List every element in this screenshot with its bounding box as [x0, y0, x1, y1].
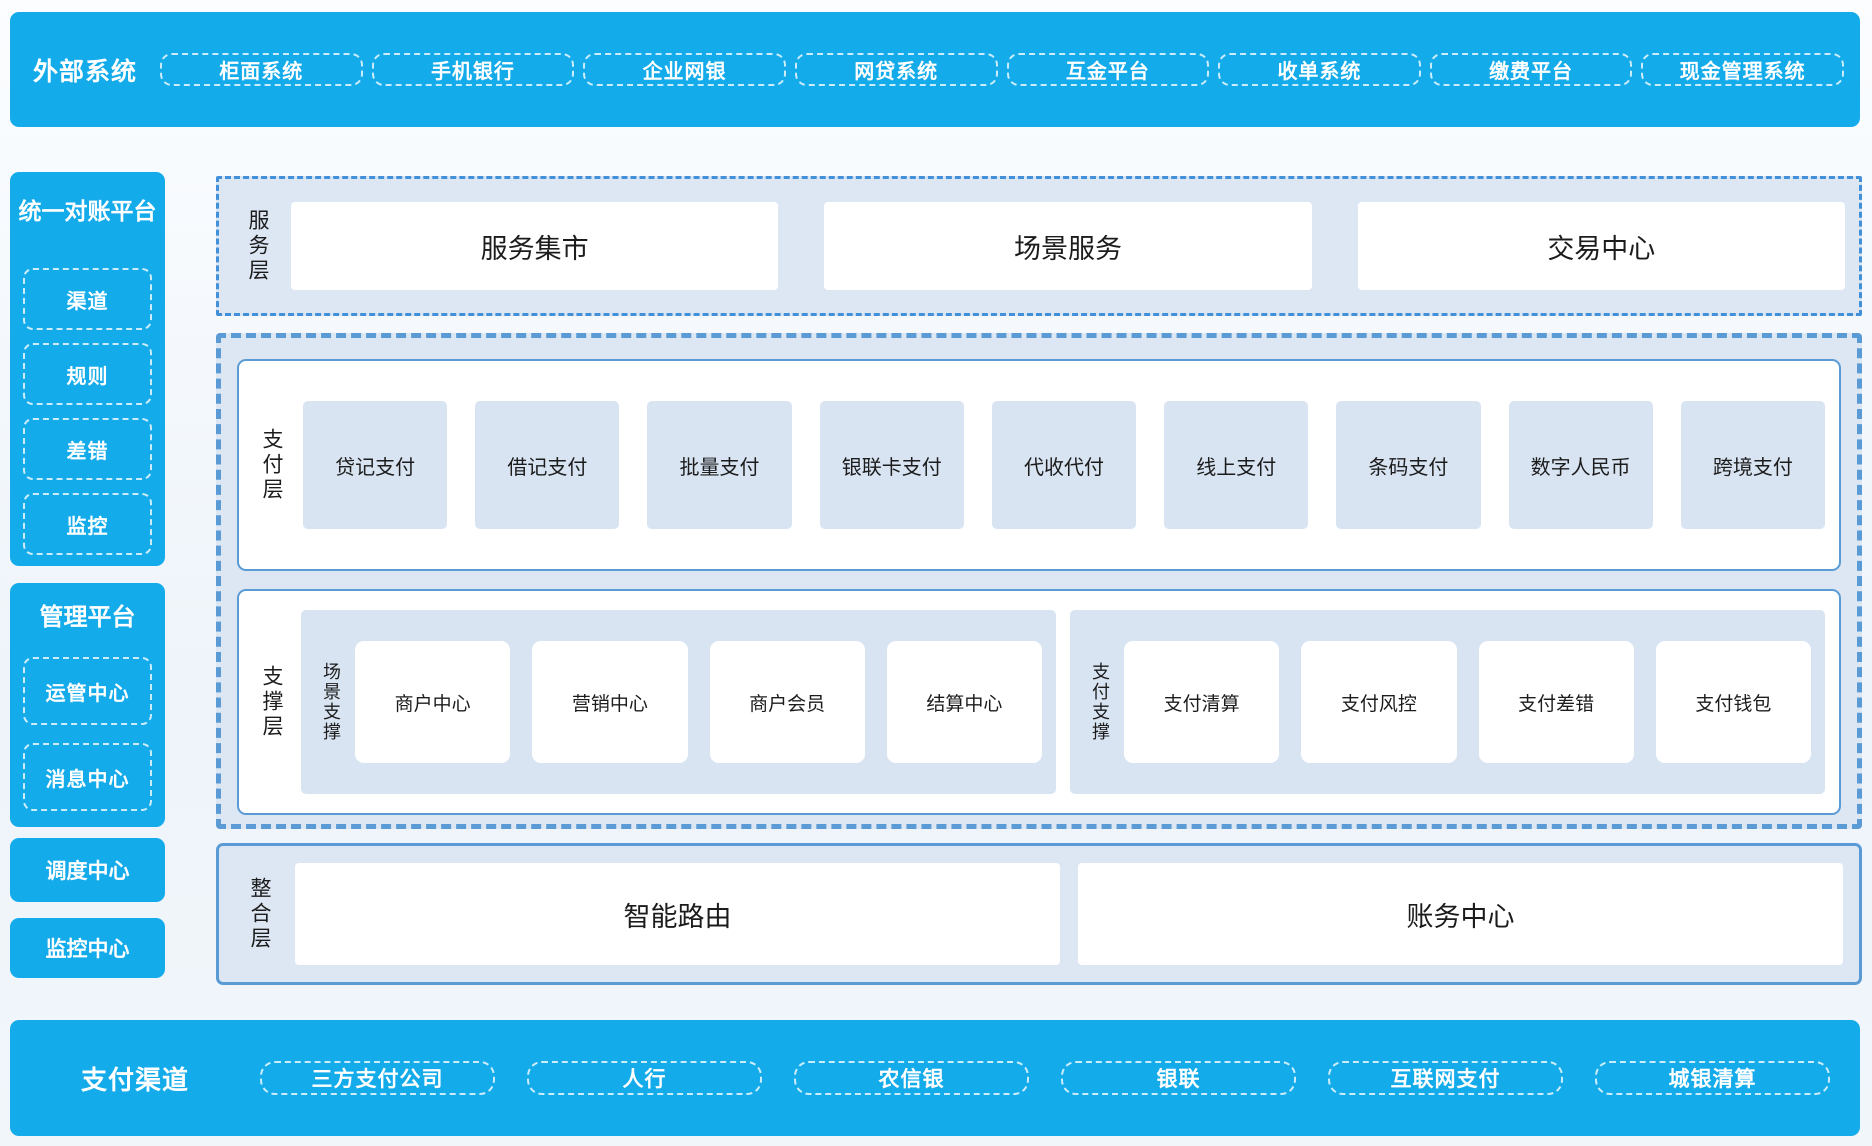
payment-layer-items: 贷记支付 借记支付 批量支付 银联卡支付 代收代付 线上支付 条码支付 数字人民… — [303, 401, 1825, 529]
support-item: 支付清算 — [1124, 641, 1279, 763]
payment-layer: 支付层 贷记支付 借记支付 批量支付 银联卡支付 代收代付 线上支付 条码支付 … — [237, 359, 1841, 571]
external-systems-title: 外部系统 — [10, 52, 160, 88]
integration-layer-label: 整合层 — [245, 877, 275, 952]
payment-support-label: 支付支撑 — [1086, 662, 1112, 742]
monitoring-center-block: 监控中心 — [10, 918, 165, 978]
management-platform-block: 管理平台 运管中心 消息中心 — [10, 583, 165, 827]
integration-item: 智能路由 — [295, 863, 1060, 965]
payment-item: 线上支付 — [1164, 401, 1308, 529]
payment-item: 条码支付 — [1336, 401, 1480, 529]
external-system-item: 现金管理系统 — [1641, 53, 1844, 86]
payment-channel-item: 三方支付公司 — [260, 1061, 495, 1095]
management-item: 消息中心 — [23, 743, 152, 811]
service-item: 场景服务 — [824, 202, 1311, 290]
payment-channels-title: 支付渠道 — [10, 1060, 260, 1097]
external-system-item: 手机银行 — [372, 53, 575, 86]
reconciliation-platform-block: 统一对账平台 渠道 规则 差错 监控 — [10, 172, 165, 566]
payment-item: 跨境支付 — [1681, 401, 1825, 529]
payment-support-group: 支付支撑 支付清算 支付风控 支付差错 支付钱包 — [1070, 610, 1825, 794]
payment-channel-item: 银联 — [1061, 1061, 1296, 1095]
reconciliation-platform-items: 渠道 规则 差错 监控 — [23, 268, 152, 555]
integration-item: 账务中心 — [1078, 863, 1843, 965]
payment-channel-item: 人行 — [527, 1061, 762, 1095]
support-item: 支付差错 — [1479, 641, 1634, 763]
support-item: 商户会员 — [710, 641, 865, 763]
external-system-item: 网贷系统 — [795, 53, 998, 86]
support-item: 支付风控 — [1301, 641, 1456, 763]
reconciliation-item: 监控 — [23, 493, 152, 555]
external-system-item: 柜面系统 — [160, 53, 363, 86]
scene-support-group: 场景支撑 商户中心 营销中心 商户会员 结算中心 — [301, 610, 1056, 794]
service-layer-label: 服务层 — [243, 209, 273, 284]
support-item: 结算中心 — [887, 641, 1042, 763]
external-systems-bar: 外部系统 柜面系统 手机银行 企业网银 网贷系统 互金平台 收单系统 缴费平台 … — [10, 12, 1860, 127]
payment-item: 借记支付 — [475, 401, 619, 529]
service-item: 服务集市 — [291, 202, 778, 290]
payment-item: 代收代付 — [992, 401, 1136, 529]
management-platform-items: 运管中心 消息中心 — [23, 657, 152, 811]
payment-item: 银联卡支付 — [820, 401, 964, 529]
external-system-item: 互金平台 — [1007, 53, 1210, 86]
payment-channel-item: 城银清算 — [1595, 1061, 1830, 1095]
support-layer: 支撑层 场景支撑 商户中心 营销中心 商户会员 结算中心 支付支撑 支付清算 支… — [237, 589, 1841, 815]
external-system-item: 企业网银 — [583, 53, 786, 86]
dispatch-center-block: 调度中心 — [10, 838, 165, 902]
reconciliation-platform-title: 统一对账平台 — [10, 194, 165, 230]
external-system-item: 收单系统 — [1218, 53, 1421, 86]
payment-item: 数字人民币 — [1509, 401, 1653, 529]
payment-channel-item: 农信银 — [794, 1061, 1029, 1095]
payment-channels-items: 三方支付公司 人行 农信银 银联 互联网支付 城银清算 — [260, 1036, 1830, 1120]
payment-item: 贷记支付 — [303, 401, 447, 529]
integration-layer-items: 智能路由 账务中心 — [295, 863, 1843, 965]
reconciliation-item: 差错 — [23, 418, 152, 480]
management-item: 运管中心 — [23, 657, 152, 725]
core-layers-container: 支付层 贷记支付 借记支付 批量支付 银联卡支付 代收代付 线上支付 条码支付 … — [216, 333, 1862, 829]
support-layer-label: 支撑层 — [257, 665, 287, 740]
support-item: 商户中心 — [355, 641, 510, 763]
payment-channel-item: 互联网支付 — [1328, 1061, 1563, 1095]
management-platform-title: 管理平台 — [10, 599, 165, 635]
support-item: 支付钱包 — [1656, 641, 1811, 763]
reconciliation-item: 渠道 — [23, 268, 152, 330]
payment-support-items: 支付清算 支付风控 支付差错 支付钱包 — [1124, 641, 1811, 763]
service-item: 交易中心 — [1358, 202, 1845, 290]
payment-item: 批量支付 — [647, 401, 791, 529]
integration-layer: 整合层 智能路由 账务中心 — [216, 843, 1862, 985]
payment-channels-bar: 支付渠道 三方支付公司 人行 农信银 银联 互联网支付 城银清算 — [10, 1020, 1860, 1136]
reconciliation-item: 规则 — [23, 343, 152, 405]
external-system-item: 缴费平台 — [1430, 53, 1633, 86]
external-systems-items: 柜面系统 手机银行 企业网银 网贷系统 互金平台 收单系统 缴费平台 现金管理系… — [160, 33, 1844, 107]
support-item: 营销中心 — [532, 641, 687, 763]
service-layer: 服务层 服务集市 场景服务 交易中心 — [216, 176, 1862, 316]
scene-support-items: 商户中心 营销中心 商户会员 结算中心 — [355, 641, 1042, 763]
payment-layer-label: 支付层 — [257, 428, 287, 503]
scene-support-label: 场景支撑 — [317, 662, 343, 742]
support-layer-groups: 场景支撑 商户中心 营销中心 商户会员 结算中心 支付支撑 支付清算 支付风控 … — [301, 610, 1825, 794]
service-layer-items: 服务集市 场景服务 交易中心 — [291, 202, 1845, 290]
